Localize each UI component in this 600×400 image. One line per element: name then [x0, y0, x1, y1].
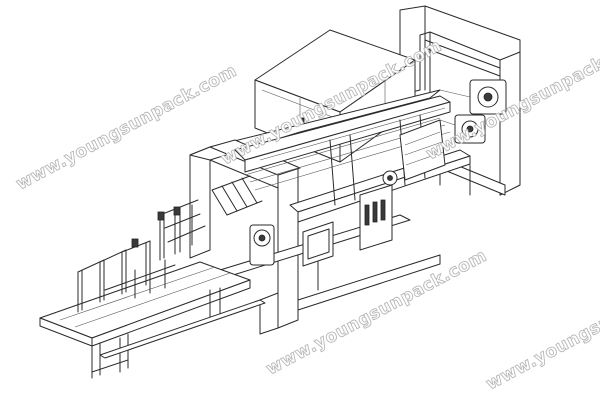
- hmi-touch-panel: [302, 221, 334, 291]
- right-motor-assembly: [439, 79, 507, 144]
- conveyor-guides: [77, 175, 263, 313]
- central-mechanism: [244, 114, 451, 251]
- infeed-conveyor: [39, 261, 266, 379]
- watermark-text: www.youngsunpack.com: [483, 261, 600, 395]
